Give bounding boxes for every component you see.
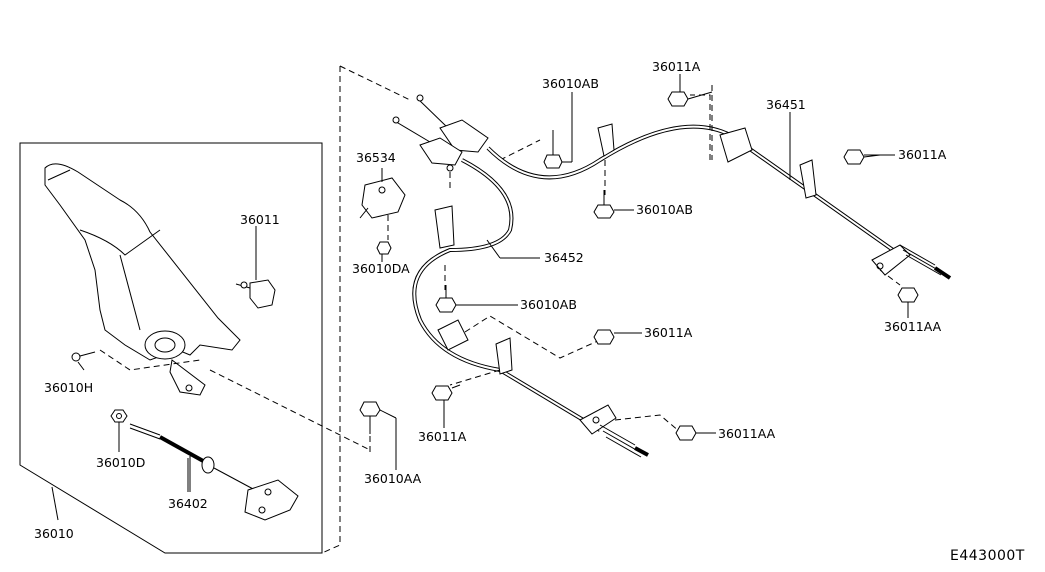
- leader-lines: [51, 74, 909, 521]
- label-36452: 36452: [544, 250, 584, 265]
- fasteners: [431, 91, 919, 441]
- lever-assembly-box: [19, 142, 323, 554]
- dashed-frame: [321, 65, 411, 554]
- label-36451: 36451: [766, 97, 806, 112]
- bolt-36010AA: [359, 401, 397, 452]
- label-36010AB-top: 36010AB: [542, 76, 599, 91]
- label-36534: 36534: [356, 150, 396, 165]
- cable-end-right: [871, 244, 952, 280]
- nut-36010DA: [376, 241, 392, 255]
- cable-end-left: [579, 404, 649, 458]
- label-36011AA-right: 36011AA: [884, 319, 942, 334]
- bracket-36534: [359, 168, 406, 240]
- cable-brackets: [434, 123, 817, 375]
- label-36010DA: 36010DA: [352, 261, 410, 276]
- label-36011A-top: 36011A: [652, 59, 701, 74]
- front-cable-36402: [129, 423, 299, 521]
- label-36011A-mid: 36011A: [644, 325, 693, 340]
- label-36010D: 36010D: [96, 455, 145, 470]
- label-36010AB-mid: 36010AB: [636, 202, 693, 217]
- label-36402: 36402: [168, 496, 208, 511]
- label-36010AA: 36010AA: [364, 471, 422, 486]
- diagram-code: E443000T: [950, 548, 1025, 564]
- label-36010AB-low: 36010AB: [520, 297, 577, 312]
- parking-brake-lever: [44, 163, 241, 396]
- label-36010: 36010: [34, 526, 74, 541]
- label-36011: 36011: [240, 212, 280, 227]
- label-36011A-low: 36011A: [418, 429, 467, 444]
- label-36011AA-low: 36011AA: [718, 426, 776, 441]
- nut-36010D: [110, 409, 128, 452]
- label-36011A-right: 36011A: [898, 147, 947, 162]
- equalizer: [392, 94, 541, 190]
- clip-36011: [235, 226, 276, 309]
- label-36010H: 36010H: [44, 380, 93, 395]
- bolt-36010H: [71, 351, 96, 371]
